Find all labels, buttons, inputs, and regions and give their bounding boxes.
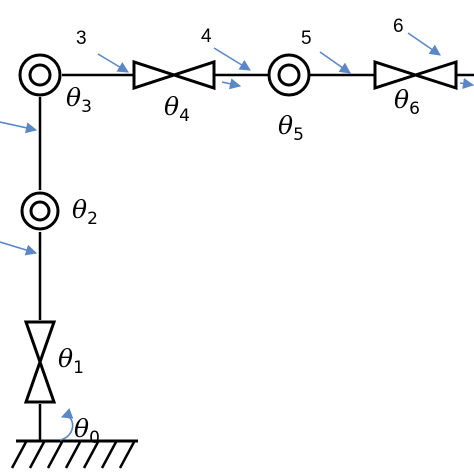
pointer-arrow-4a <box>213 47 251 71</box>
joint-5-revolute-symbol <box>267 53 311 97</box>
pointer-arrow-5 <box>319 51 351 74</box>
theta-1-label: θ1 <box>58 344 84 378</box>
pointer-arrow-left-2 <box>0 241 38 256</box>
pointer-arrows <box>0 32 474 256</box>
pointer-number-3: 3 <box>76 28 87 49</box>
pointer-arrow-left-1 <box>0 121 38 134</box>
theta-3-label: θ3 <box>66 83 92 117</box>
pointer-arrow-3 <box>97 53 129 73</box>
theta-6-label: θ6 <box>394 85 420 119</box>
pointer-arrow-4b <box>221 78 242 90</box>
pointer-arrow-6 <box>407 32 441 56</box>
joint-2-revolute-symbol <box>20 191 60 231</box>
theta-0-label: θ0 <box>74 414 100 448</box>
pointer-arrow-end <box>459 77 474 90</box>
base-rotation-arrow <box>59 408 74 441</box>
ground-base <box>10 439 138 469</box>
joint-6-prismatic-symbol <box>373 59 458 91</box>
theta-5-label: θ5 <box>278 111 304 145</box>
pointer-number-4: 4 <box>201 26 212 47</box>
theta-2-label: θ2 <box>72 195 98 229</box>
joint-3-revolute-symbol <box>18 53 62 97</box>
pointer-number-5: 5 <box>301 28 312 49</box>
joint-1-prismatic-symbol <box>23 320 57 404</box>
theta-4-label: θ4 <box>164 92 190 126</box>
pointer-number-6: 6 <box>393 16 404 37</box>
arm-links <box>38 73 474 441</box>
joint-4-prismatic-symbol <box>132 59 216 91</box>
